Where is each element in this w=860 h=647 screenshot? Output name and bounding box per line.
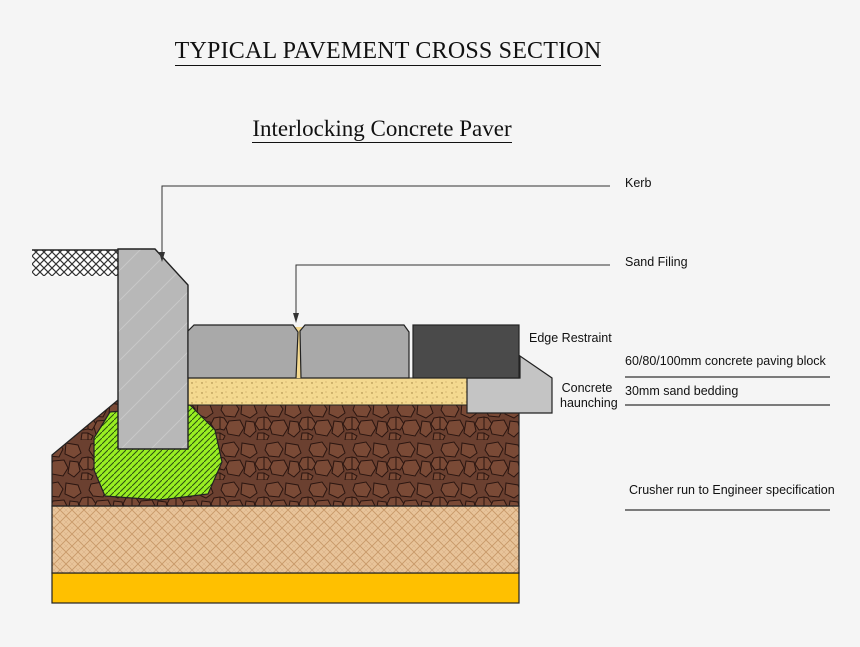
diagram-subtitle: Interlocking Concrete Paver [0,116,812,143]
label-concrete-haunching: Concrete haunching [560,381,618,411]
label-concrete-haunching-line1: Concrete [561,381,613,395]
kerb [117,248,189,450]
edge-restraint-block [412,324,520,379]
kerb-leader-line [161,185,610,258]
label-sand-bedding: 30mm sand bedding [625,384,739,398]
existing-ground-hatch [32,250,120,276]
page-title: TYPICAL PAVEMENT CROSS SECTION [0,38,818,66]
paving-block-2 [299,324,410,379]
concrete-haunching [466,354,553,414]
label-paving-block: 60/80/100mm concrete paving block [625,354,826,368]
page-title-text: TYPICAL PAVEMENT CROSS SECTION [174,38,602,66]
label-sand-filing: Sand Filing [625,255,688,269]
diagram-subtitle-text: Interlocking Concrete Paver [252,116,512,143]
label-kerb: Kerb [625,176,652,190]
sand-bedding-layer [187,377,468,406]
base-layer-yellow [51,572,520,604]
sand-filing-leader-line [295,264,610,317]
kerb-leader-arrow [159,252,165,262]
sand-filing-leader-arrow [293,313,299,323]
label-crusher-run: Crusher run to Engineer specification [629,483,835,497]
label-edge-restraint: Edge Restraint [529,331,612,345]
label-concrete-haunching-line2: haunching [560,396,618,410]
paving-block-1 [187,324,299,379]
subbase-layer [51,505,520,574]
